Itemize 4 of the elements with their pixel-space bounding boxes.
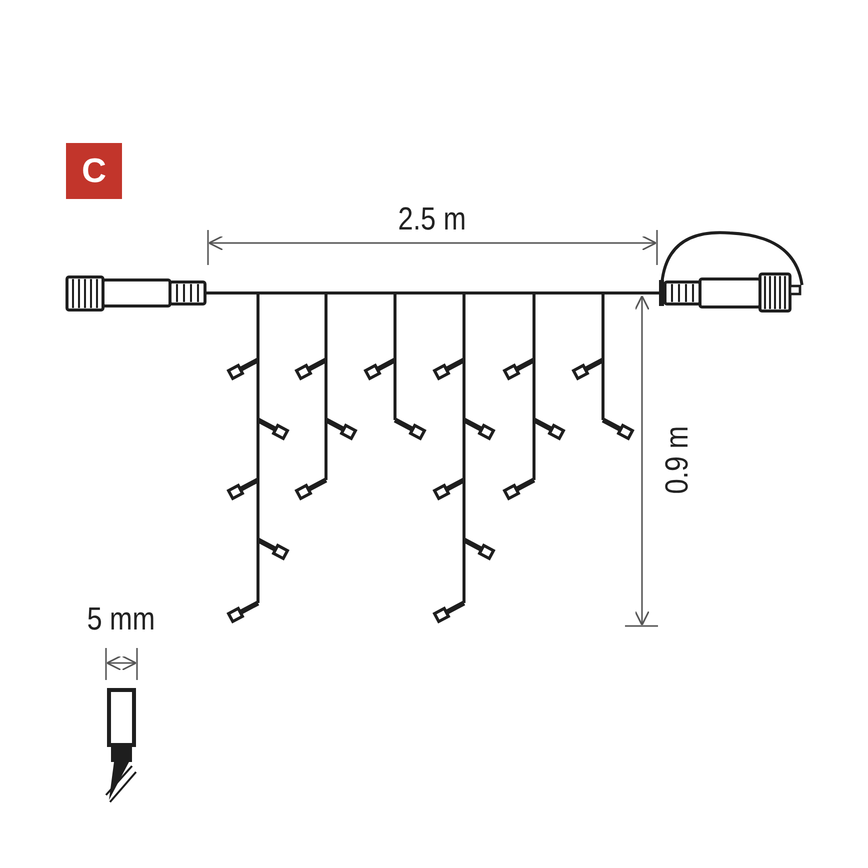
dimension-label: 2.5 m [398,200,466,238]
dimension-label: 5 mm [87,600,155,638]
dimension-label: 0.9 m [658,426,696,494]
section-badge: C [66,143,122,199]
